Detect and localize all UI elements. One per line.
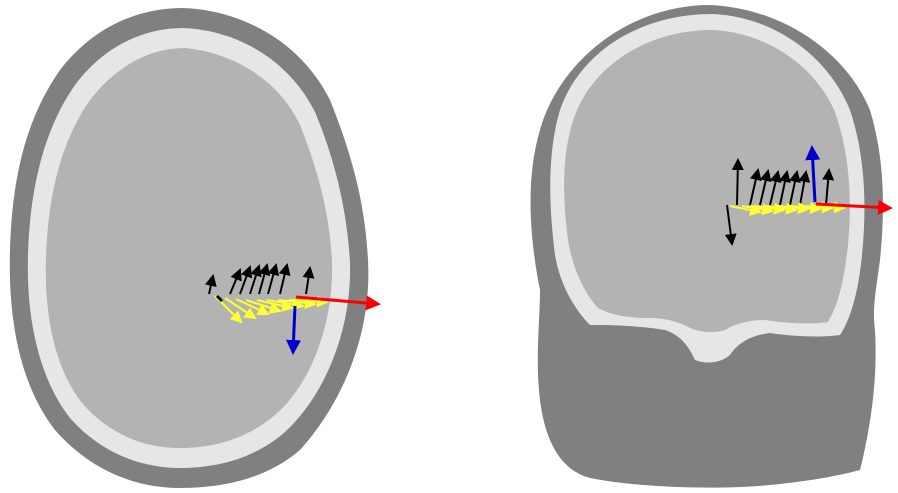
axial-brain [46, 48, 332, 448]
coronal-black-vector [737, 160, 738, 205]
axial-slice [10, 8, 378, 488]
axial-blue-axis [293, 306, 295, 352]
coronal-slice [531, 5, 890, 488]
coronal-brain [564, 30, 850, 332]
